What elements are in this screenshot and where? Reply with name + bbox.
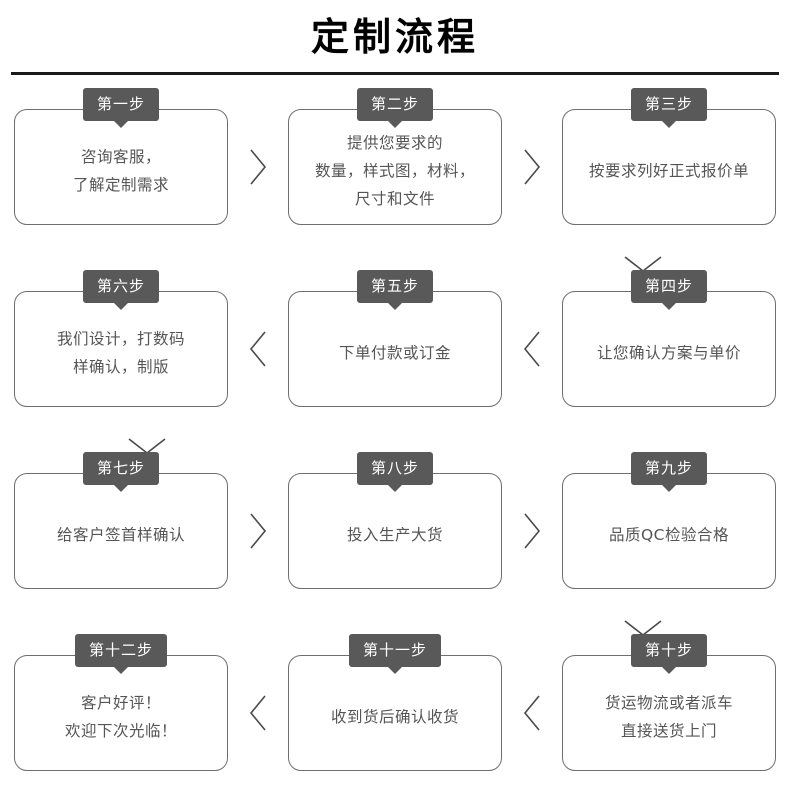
step-badge-4: 第四步: [630, 270, 708, 303]
title-divider: [11, 72, 779, 75]
step-badge-6: 第六步: [82, 270, 160, 303]
step-text-line: 欢迎下次光临！: [64, 722, 177, 740]
chevron-right-icon: [513, 109, 551, 225]
step-card-8[interactable]: 第八步 投入生产大货: [288, 452, 502, 589]
row-gap-1: [14, 247, 776, 273]
step-text-9: 品质QC检验合格: [601, 521, 737, 549]
step-text-line: 尺寸和文件: [354, 190, 435, 208]
process-flow-diagram: 第一步 咨询客服， 了解定制需求 第二步 提供您要求的 数量，样式图，材料， 尺…: [0, 75, 790, 771]
step-card-9[interactable]: 第九步 品质QC检验合格: [562, 452, 776, 589]
chevron-left-icon: [239, 655, 277, 771]
step-card-4[interactable]: 第四步 让您确认方案与单价: [562, 270, 776, 407]
chevron-left-icon: [239, 291, 277, 407]
chevron-right-icon: [513, 473, 551, 589]
flow-row-3: 第七步 给客户签首样确认 第八步 投入生产大货 第九步 品质QC检验合格: [14, 451, 776, 611]
step-text-line: 咨询客服，: [80, 148, 161, 166]
step-card-5[interactable]: 第五步 下单付款或订金: [288, 270, 502, 407]
chevron-right-icon: [239, 473, 277, 589]
page-title: 定制流程: [310, 15, 479, 59]
row-gap-3: [14, 611, 776, 637]
step-text-line: 按要求列好正式报价单: [588, 162, 749, 180]
step-text-line: 客户好评！: [80, 694, 161, 712]
step-text-line: 提供您要求的: [346, 134, 443, 152]
step-text-line: 品质QC检验合格: [608, 526, 730, 544]
step-badge-1: 第一步: [82, 88, 160, 121]
step-badge-3: 第三步: [630, 88, 708, 121]
step-text-12: 客户好评！ 欢迎下次光临！: [57, 689, 185, 745]
step-card-12[interactable]: 第十二步 客户好评！ 欢迎下次光临！: [14, 634, 228, 771]
flow-row-2: 第六步 我们设计，打数码 样确认，制版 第五步 下单付款或订金 第四步 让您确认…: [14, 269, 776, 429]
step-text-7: 给客户签首样确认: [49, 521, 193, 549]
step-text-4: 让您确认方案与单价: [589, 339, 749, 367]
step-text-line: 直接送货上门: [620, 722, 717, 740]
step-text-10: 货运物流或者派车 直接送货上门: [597, 689, 741, 745]
step-text-line: 样确认，制版: [72, 358, 169, 376]
step-card-1[interactable]: 第一步 咨询客服， 了解定制需求: [14, 88, 228, 225]
step-text-line: 货运物流或者派车: [604, 694, 733, 712]
step-badge-7: 第七步: [82, 452, 160, 485]
step-text-line: 收到货后确认收货: [330, 708, 459, 726]
step-text-line: 数量，样式图，材料，: [314, 162, 475, 180]
step-text-line: 了解定制需求: [72, 176, 169, 194]
step-badge-8: 第八步: [356, 452, 434, 485]
step-badge-9: 第九步: [630, 452, 708, 485]
step-card-3[interactable]: 第三步 按要求列好正式报价单: [562, 88, 776, 225]
step-badge-2: 第二步: [356, 88, 434, 121]
step-card-11[interactable]: 第十一步 收到货后确认收货: [288, 634, 502, 771]
step-badge-11: 第十一步: [348, 634, 442, 667]
page-header: 定制流程: [0, 0, 790, 75]
step-text-5: 下单付款或订金: [331, 339, 459, 367]
step-card-10[interactable]: 第十步 货运物流或者派车 直接送货上门: [562, 634, 776, 771]
step-card-2[interactable]: 第二步 提供您要求的 数量，样式图，材料， 尺寸和文件: [288, 88, 502, 225]
step-text-line: 让您确认方案与单价: [596, 344, 741, 362]
step-text-8: 投入生产大货: [339, 521, 451, 549]
step-card-6[interactable]: 第六步 我们设计，打数码 样确认，制版: [14, 270, 228, 407]
chevron-right-icon: [239, 109, 277, 225]
step-text-2: 提供您要求的 数量，样式图，材料， 尺寸和文件: [307, 129, 483, 213]
step-text-line: 给客户签首样确认: [56, 526, 185, 544]
step-text-6: 我们设计，打数码 样确认，制版: [49, 325, 193, 381]
chevron-left-icon: [513, 655, 551, 771]
step-text-11: 收到货后确认收货: [323, 703, 467, 731]
step-badge-5: 第五步: [356, 270, 434, 303]
step-text-line: 下单付款或订金: [338, 344, 451, 362]
step-text-1: 咨询客服， 了解定制需求: [65, 143, 177, 199]
step-badge-12: 第十二步: [74, 634, 168, 667]
flow-row-4: 第十二步 客户好评！ 欢迎下次光临！ 第十一步 收到货后确认收货 第十步 货运物…: [14, 633, 776, 793]
step-text-line: 投入生产大货: [346, 526, 443, 544]
step-text-3: 按要求列好正式报价单: [581, 157, 757, 185]
chevron-left-icon: [513, 291, 551, 407]
flow-row-1: 第一步 咨询客服， 了解定制需求 第二步 提供您要求的 数量，样式图，材料， 尺…: [14, 87, 776, 247]
step-text-line: 我们设计，打数码: [56, 330, 185, 348]
step-card-7[interactable]: 第七步 给客户签首样确认: [14, 452, 228, 589]
step-badge-10: 第十步: [630, 634, 708, 667]
row-gap-2: [14, 429, 776, 455]
